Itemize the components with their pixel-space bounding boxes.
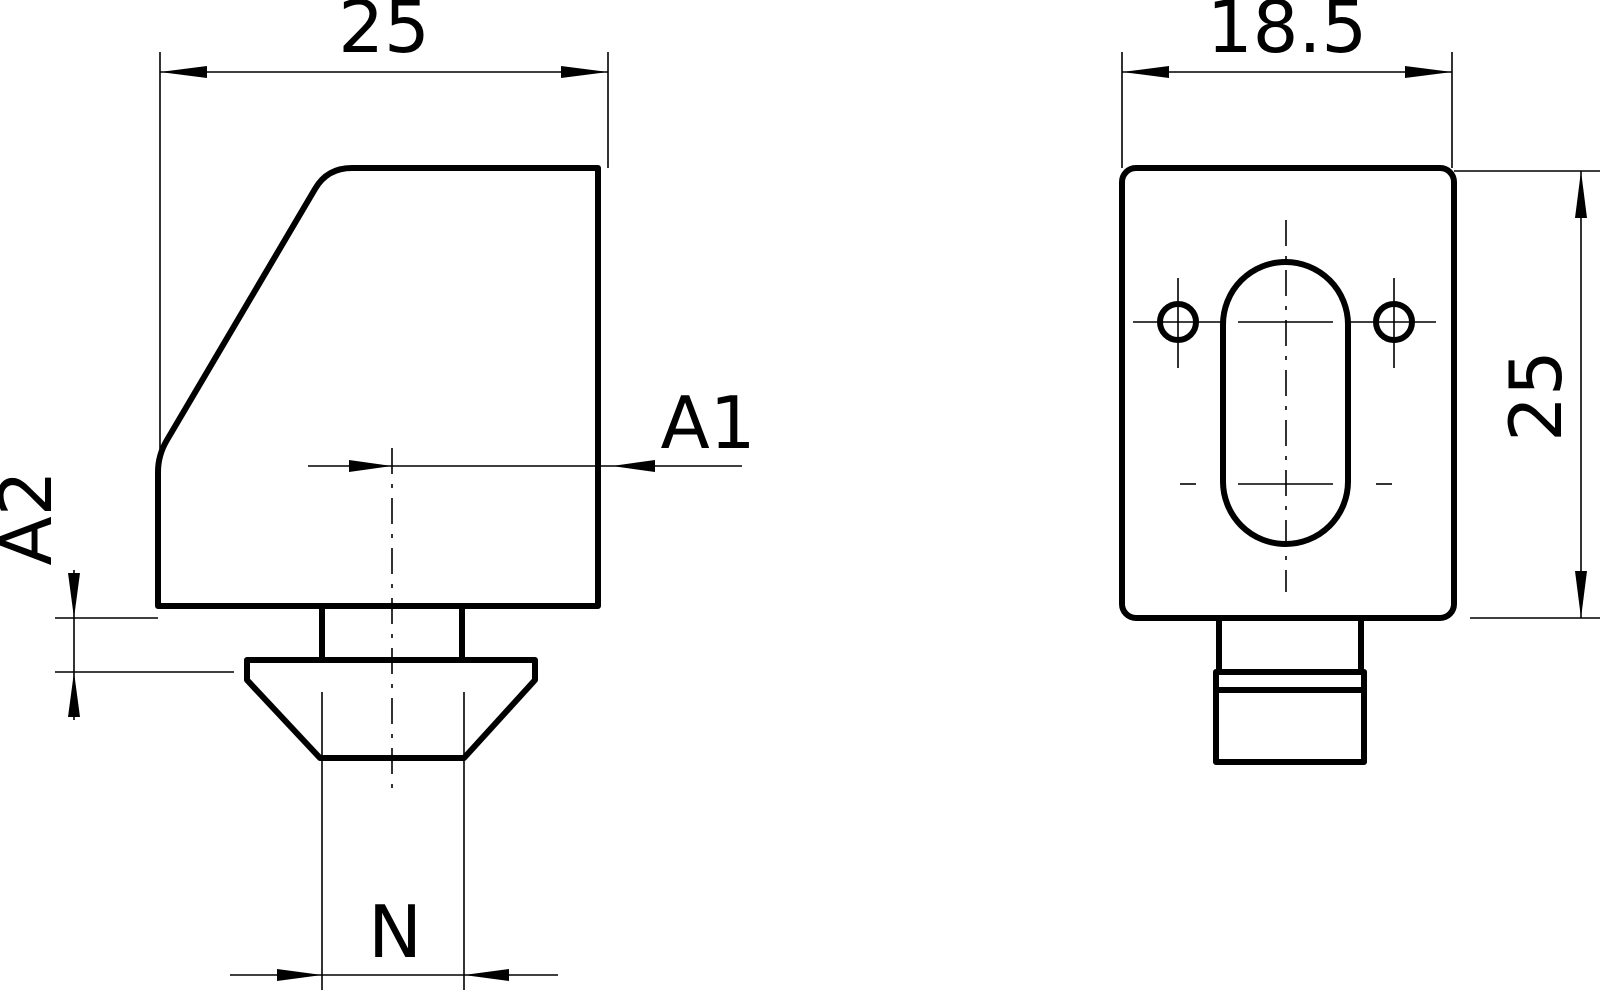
front-height-arrow-bottom	[68, 672, 80, 717]
side-height-label: 25	[1494, 350, 1578, 442]
front-height-label: A2	[0, 470, 68, 565]
side-height-arrow-bottom	[1575, 571, 1587, 618]
front-height-arrow-top	[68, 573, 80, 618]
front-offset-label: A1	[660, 381, 755, 465]
front-height-dimension: A2	[0, 470, 234, 720]
front-offset-arrow-left	[349, 460, 392, 472]
side-height-dimension: 25	[1454, 170, 1600, 619]
front-thread-arrow-left	[277, 969, 322, 981]
front-view: 25 A1 A2 N	[0, 0, 756, 990]
front-body-outline	[155, 165, 601, 609]
side-height-arrow-top	[1575, 171, 1587, 218]
side-width-arrow-left	[1122, 66, 1169, 78]
side-slot-outline	[1220, 259, 1351, 547]
front-offset-dimension: A1	[308, 381, 756, 472]
front-width-arrow-left	[160, 66, 207, 78]
front-width-arrow-right	[561, 66, 608, 78]
front-nut-outline	[244, 657, 538, 761]
side-body-outline	[1119, 165, 1457, 621]
front-thread-dimension: N	[230, 890, 558, 981]
side-neck	[1216, 615, 1364, 675]
side-view: 18.5 25	[1119, 0, 1600, 765]
side-slot-centerlines	[1180, 220, 1392, 592]
front-width-dimension: 25	[159, 0, 609, 455]
front-neck	[319, 603, 465, 663]
side-nut-outline	[1213, 669, 1367, 765]
side-width-dimension: 18.5	[1121, 0, 1453, 168]
side-hole-left	[1133, 278, 1223, 368]
front-width-label: 25	[338, 0, 430, 69]
side-hole-right	[1348, 278, 1436, 368]
side-width-label: 18.5	[1207, 0, 1367, 69]
front-thread-arrow-right	[464, 969, 509, 981]
front-offset-arrow-right	[612, 460, 655, 472]
side-width-arrow-right	[1405, 66, 1452, 78]
front-thread-label: N	[368, 890, 422, 974]
